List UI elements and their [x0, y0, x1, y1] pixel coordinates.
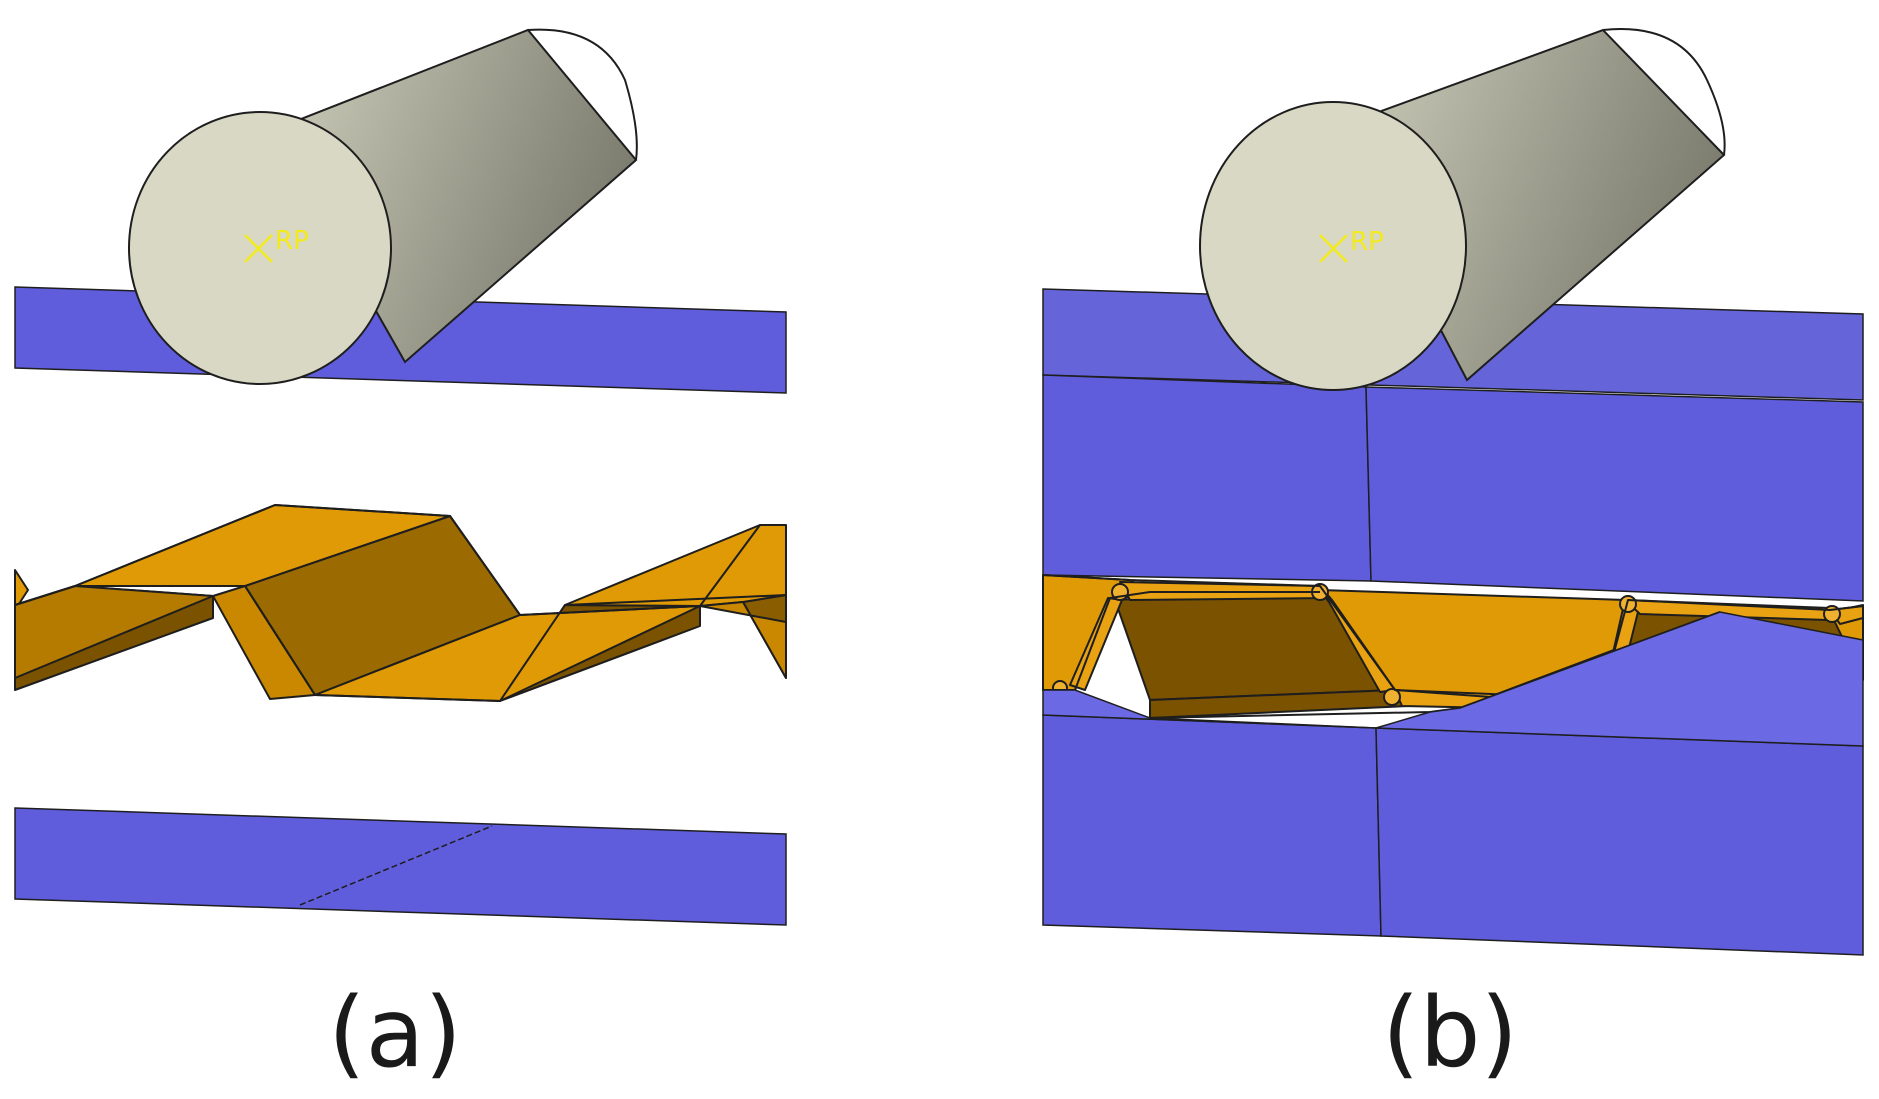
bottom-face-sheet [14, 807, 787, 926]
reference-point-marker-a [244, 234, 273, 263]
panel-caption-b: (b) [1382, 977, 1518, 1089]
corrugated-core [14, 504, 787, 702]
reference-point-label-b: RP [1350, 227, 1384, 257]
panel-a: RP [14, 28, 787, 926]
top-face-sheet-blocks [1042, 374, 1864, 602]
panel-caption-a: (a) [328, 977, 462, 1089]
reference-point-marker-b [1319, 234, 1348, 263]
panel-b: RP [1042, 28, 1864, 956]
roller-a: RP [128, 28, 638, 385]
bottom-face-sheet-blocks [1042, 611, 1864, 956]
roller-b: RP [1199, 28, 1726, 391]
reference-point-label-a: RP [275, 226, 309, 256]
